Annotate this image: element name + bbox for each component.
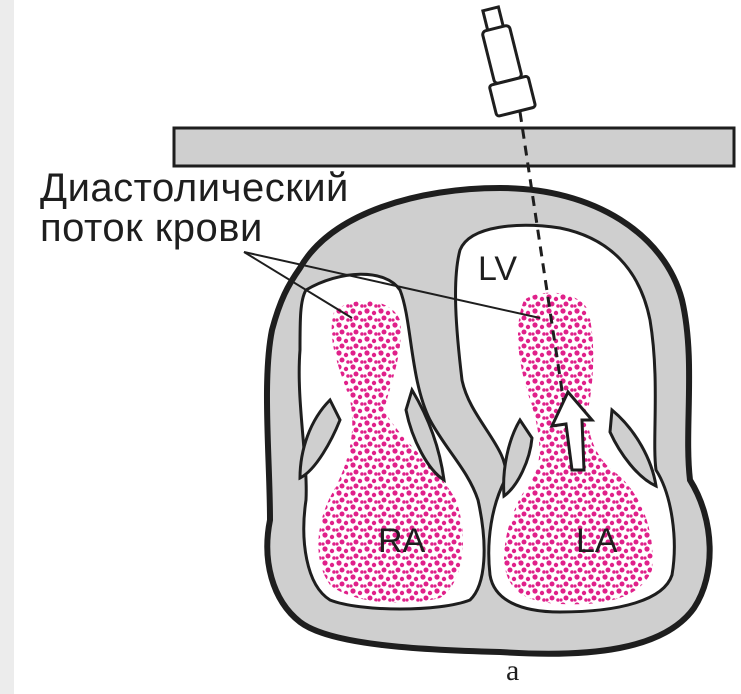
label-ra: RA <box>378 522 425 561</box>
label-lv: LV <box>478 250 517 289</box>
acoustic-window-bar <box>174 128 734 166</box>
caption-line-1: Диастолический <box>40 166 349 211</box>
caption-line-2: поток крови <box>40 206 263 251</box>
label-la: LA <box>576 522 618 561</box>
scan-edge-shadow <box>0 0 14 694</box>
figure-letter: а <box>506 654 519 688</box>
ultrasound-transducer-icon <box>471 4 535 117</box>
